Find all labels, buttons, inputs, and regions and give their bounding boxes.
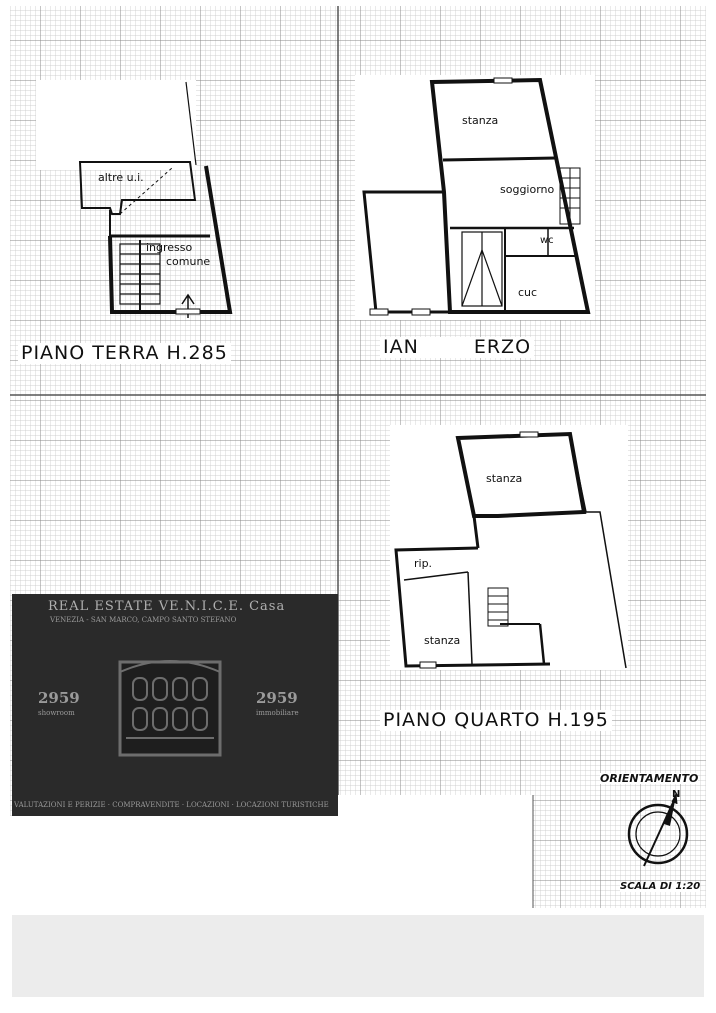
room-label-rip: rip.	[414, 557, 433, 570]
fourth-floor-title: PIANO QUARTO H.195	[380, 710, 612, 731]
room-label-ingresso: ingresso	[146, 241, 193, 254]
room-label-wc: wc	[540, 235, 554, 246]
room-label-cuc: cuc	[518, 286, 538, 299]
banner-logo-window	[118, 660, 222, 757]
banner-logo-layer	[118, 660, 222, 757]
bottom-strip	[12, 915, 704, 997]
plan-ground-floor	[36, 80, 233, 318]
banner-right-caption: immobiliare	[256, 709, 299, 717]
compass-north-label: N	[672, 789, 681, 800]
scale-label: SCALA DI 1:20	[620, 881, 701, 892]
room-label-stanza: stanza	[462, 114, 499, 127]
banner-right-number: 2959	[256, 689, 298, 707]
banner-left-caption: showroom	[38, 709, 75, 717]
third-floor-title: IAN ERZO	[380, 337, 535, 358]
banner-services: VALUTAZIONI E PERIZIE · COMPRAVENDITE · …	[14, 801, 329, 809]
banner-left-number: 2959	[38, 689, 80, 707]
compass-rose	[627, 792, 689, 867]
plan-fourth-floor	[390, 425, 628, 670]
room-label-stanza-bottom: stanza	[424, 634, 461, 647]
agency-banner	[12, 594, 338, 816]
room-label-stanza-top: stanza	[486, 472, 523, 485]
ground-floor-title: PIANO TERRA H.285	[18, 343, 231, 364]
room-label-soggiorno: soggiorno	[500, 183, 555, 196]
plan-third-floor	[355, 75, 595, 320]
room-label-altre-ui: altre u.i.	[98, 171, 144, 184]
banner-company-name: REAL ESTATE VE.N.I.C.E. Casa	[48, 599, 286, 614]
compass-north-icon	[664, 796, 676, 826]
orientation-label: ORIENTAMENTO	[600, 772, 699, 785]
banner-address: VENEZIA - SAN MARCO, CAMPO SANTO STEFANO	[50, 616, 237, 624]
room-label-comune: comune	[166, 255, 211, 268]
